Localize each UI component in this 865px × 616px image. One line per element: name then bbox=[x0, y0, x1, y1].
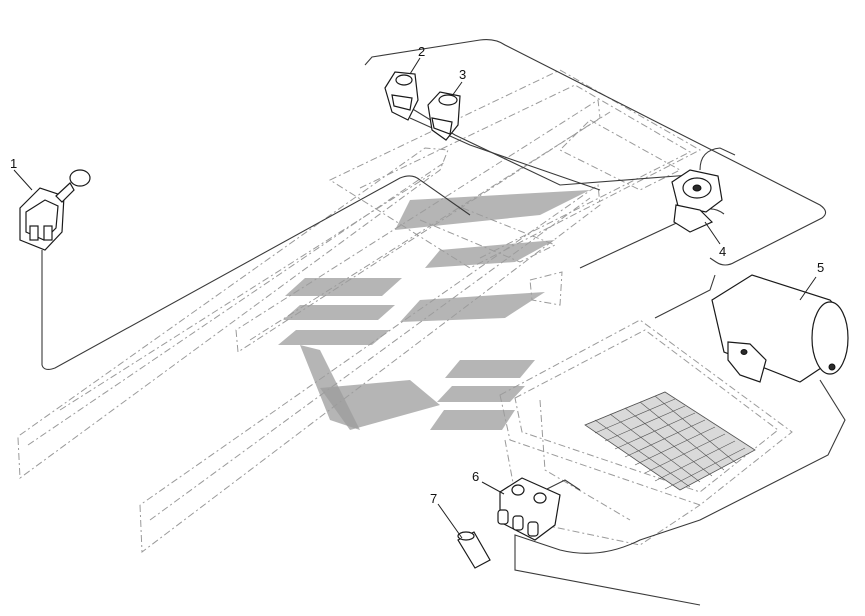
vehicle-frame bbox=[17, 69, 793, 553]
connector-sleeve bbox=[437, 503, 491, 569]
callout-2: 2 bbox=[418, 44, 425, 59]
air-reservoir bbox=[711, 274, 849, 383]
watermark-logo bbox=[278, 190, 590, 430]
callout-7: 7 bbox=[430, 491, 437, 506]
hand-brake-valve bbox=[13, 169, 91, 251]
callout-labels: 1 2 3 4 5 6 7 bbox=[10, 44, 824, 506]
callout-5: 5 bbox=[817, 260, 824, 275]
callout-6: 6 bbox=[472, 469, 479, 484]
valve-3 bbox=[427, 81, 463, 141]
protection-valve bbox=[481, 477, 561, 541]
callout-3: 3 bbox=[459, 67, 466, 82]
brake-valve bbox=[671, 169, 723, 245]
callout-4: 4 bbox=[719, 244, 726, 259]
tray-mesh bbox=[584, 391, 756, 491]
callout-1: 1 bbox=[10, 156, 17, 171]
valve-2 bbox=[384, 57, 421, 121]
